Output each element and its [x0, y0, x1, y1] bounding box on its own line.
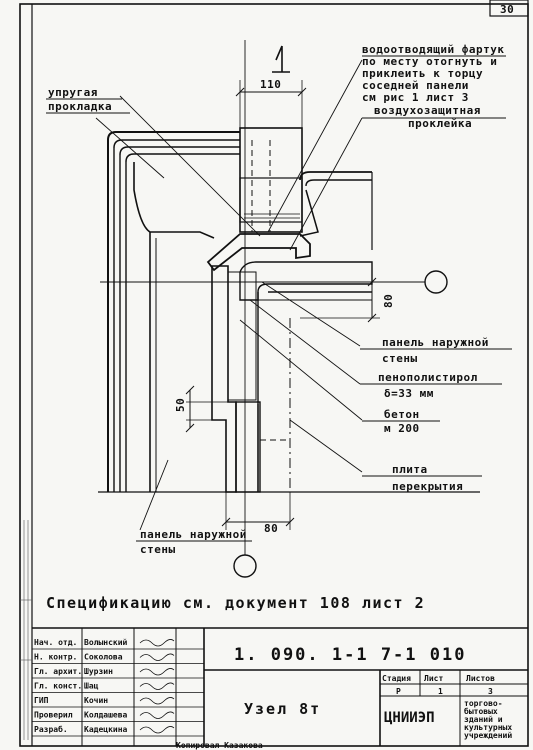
dim-110: 110 — [235, 78, 307, 128]
outer-panel-shape — [107, 131, 240, 492]
svg-text:зданий и: зданий и — [464, 715, 503, 724]
dim-80-bottom: 80 — [221, 492, 295, 535]
axis-marker-bottom — [233, 554, 257, 578]
signature-scribble — [139, 711, 175, 719]
stage-value: Р — [396, 687, 401, 696]
signature-name: Волынский — [84, 638, 128, 647]
svg-text:торгово-: торгово- — [464, 699, 503, 708]
foam-strip — [211, 265, 237, 493]
sheet-frame — [19, 3, 529, 747]
dim-110-text: 110 — [260, 78, 281, 91]
svg-text:учреждений: учреждений — [464, 731, 512, 740]
signature-role: Проверил — [34, 711, 73, 720]
signature-name: Шурзин — [84, 667, 113, 676]
dim-50-text: 50 — [174, 398, 187, 412]
svg-text:проклейка: проклейка — [408, 117, 472, 130]
svg-text:пенополистирол: пенополистирол — [378, 371, 478, 384]
binding-strip — [20, 520, 32, 740]
svg-text:панель наружной: панель наружной — [382, 336, 489, 349]
title-block — [32, 627, 528, 746]
sheet-label: Лист — [424, 674, 443, 683]
sheet-number: 30 — [500, 3, 514, 16]
dim-80-right: 80 — [300, 277, 395, 323]
label-concrete: бетон м 200 — [362, 408, 440, 435]
svg-text:воздухозащитная: воздухозащитная — [374, 104, 481, 117]
signature-name: Кочин — [84, 696, 108, 705]
lower-foam — [235, 401, 261, 493]
label-outer-panel-bottom: панель наружной стены — [136, 528, 252, 556]
sheets-label: Листов — [466, 674, 495, 683]
spec-note: Спецификацию см. документ 108 лист 2 — [46, 594, 425, 612]
signature-name: Шац — [84, 682, 99, 691]
footer-copy: Копировал Казакова — [176, 741, 263, 750]
svg-text:панель наружной: панель наружной — [140, 528, 247, 541]
dim-80-bottom-text: 80 — [264, 522, 278, 535]
dim-80-right-text: 80 — [382, 294, 395, 308]
signature-scribble — [139, 697, 175, 705]
svg-text:приклеить к торцу: приклеить к торцу — [362, 67, 483, 80]
signature-scribble — [139, 682, 175, 690]
label-foam: пенополистирол δ=33 мм — [360, 371, 502, 400]
joint-box — [239, 127, 303, 233]
signature-name: Кадецкина — [84, 725, 128, 734]
building-type: торгово- бытовых зданий и культурных учр… — [464, 699, 512, 740]
signature-scribble — [139, 668, 175, 676]
signature-scribble — [139, 726, 175, 734]
svg-text:прокладка: прокладка — [48, 100, 112, 113]
signature-role: Гл. архит. — [34, 667, 82, 676]
svg-text:стены: стены — [140, 543, 176, 556]
svg-text:бытовых: бытовых — [464, 706, 498, 716]
signature-role: ГИП — [34, 696, 49, 705]
svg-text:перекрытия: перекрытия — [392, 480, 463, 493]
dim-50: 50 — [174, 385, 230, 433]
sheet-number-box — [489, 0, 529, 17]
signature-scribble — [139, 639, 175, 647]
svg-text:стены: стены — [382, 352, 418, 365]
svg-text:водоотводящий фартук: водоотводящий фартук — [362, 43, 504, 56]
doc-code: 1. 090. 1-1 7-1 010 — [234, 645, 466, 665]
signature-role: Разраб. — [34, 724, 68, 734]
leader-lines — [95, 59, 363, 531]
signature-name: Колдашева — [84, 711, 128, 720]
signature-name: Соколова — [84, 653, 123, 662]
sheet-value: 1 — [438, 687, 443, 696]
stage-label: Стадия — [382, 674, 411, 683]
svg-text:по месту отогнуть и: по месту отогнуть и — [362, 55, 497, 68]
signature-role: Нач. отд. — [34, 638, 77, 647]
label-outer-panel: панель наружной стены — [360, 336, 512, 365]
signature-role: Гл. конст. — [34, 682, 82, 691]
slab-insulation — [239, 261, 373, 301]
svg-text:культурных: культурных — [464, 723, 512, 732]
svg-text:см рис 1 лист 3: см рис 1 лист 3 — [362, 91, 469, 104]
svg-text:соседней панели: соседней панели — [362, 79, 469, 92]
signature-scribble — [139, 653, 175, 661]
label-slab: плита перекрытия — [362, 463, 482, 493]
signature-role: Н. контр. — [34, 653, 77, 662]
axis-marker-right — [424, 270, 448, 294]
label-drip-apron: водоотводящий фартук по месту отогнуть и… — [362, 43, 506, 104]
svg-text:бетон: бетон — [384, 408, 420, 421]
label-elastic-gasket: упругая прокладка — [46, 86, 130, 114]
svg-text:δ=33 мм: δ=33 мм — [384, 387, 434, 400]
org-name: ЦНИИЭП — [384, 710, 435, 726]
label-airtight: воздухозащитная проклейка — [362, 104, 506, 130]
node-title: Узел 8т — [244, 700, 321, 718]
svg-text:плита: плита — [392, 463, 428, 476]
svg-text:м 200: м 200 — [384, 422, 420, 435]
concrete-fill — [227, 271, 257, 401]
drip-apron-shape — [206, 233, 311, 272]
sheets-value: 3 — [488, 687, 493, 696]
svg-text:упругая: упругая — [48, 86, 98, 99]
